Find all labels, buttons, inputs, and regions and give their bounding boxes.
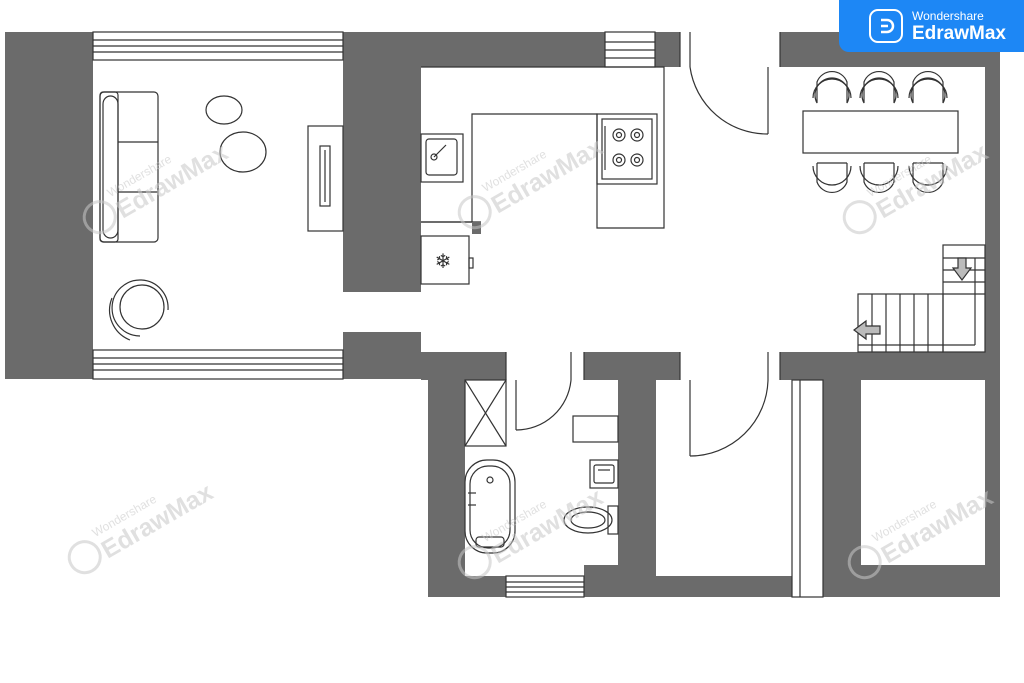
refrigerator: ❄: [420, 235, 474, 285]
wall-east: [985, 32, 1000, 597]
chair: [812, 70, 852, 104]
bathtub: [464, 459, 516, 554]
edrawmax-badge[interactable]: Wondershare EdrawMax: [839, 0, 1024, 52]
wall-living-south: [5, 352, 95, 379]
snowflake-icon: ❄: [435, 249, 452, 273]
wall-bath-south-left: [428, 576, 506, 597]
counter-edge: [472, 222, 481, 234]
chair: [908, 70, 948, 104]
wall-bath-east: [618, 368, 656, 597]
doors: [505, 32, 781, 457]
wall-hall-south: [618, 576, 793, 597]
wall-north-kitchen: [343, 32, 605, 67]
wall-living-north-left: [5, 32, 95, 60]
chair: [812, 162, 852, 194]
door-bathroom: [505, 352, 585, 431]
shower: [464, 379, 507, 447]
chair: [908, 162, 948, 194]
wall-bath-west: [428, 368, 465, 597]
edrawmax-logo-icon: [869, 9, 903, 43]
window-kitchen-north: [604, 31, 656, 68]
wall-living-west: [5, 32, 93, 379]
window-bathroom-south: [505, 575, 585, 598]
wall-hall-east: [823, 368, 861, 597]
bathroom-sink: [589, 459, 619, 489]
arrow-left-icon: [853, 319, 881, 341]
dining-table: [802, 110, 959, 154]
stove: [596, 113, 658, 185]
wall-living-east-lower: [343, 332, 421, 379]
kitchen-sink: [420, 133, 464, 183]
wall-north-mid: [655, 32, 680, 67]
windows: [92, 31, 824, 598]
toilet-tank: [572, 415, 619, 443]
stairs: [853, 244, 986, 353]
chair: [859, 162, 899, 194]
chair: [859, 70, 899, 104]
coffee-table: [205, 95, 267, 173]
arrow-down-icon: [951, 257, 973, 281]
sofa: [99, 91, 159, 243]
brand-product: EdrawMax: [912, 22, 1006, 44]
door-entrance: [679, 32, 781, 135]
window-hall-side: [791, 379, 824, 598]
dining-chairs: [812, 70, 948, 194]
door-hallway: [679, 352, 781, 457]
wall-living-east-upper: [343, 32, 421, 292]
brand-company: Wondershare: [912, 8, 984, 23]
window-living-north: [92, 31, 344, 61]
window-living-south: [92, 349, 344, 380]
tv-unit: [307, 125, 344, 232]
wall-storage-south: [823, 565, 1000, 597]
wall-middle-3: [780, 352, 985, 380]
armchair: [109, 279, 169, 341]
toilet: [563, 505, 619, 535]
walls: [5, 32, 1000, 597]
